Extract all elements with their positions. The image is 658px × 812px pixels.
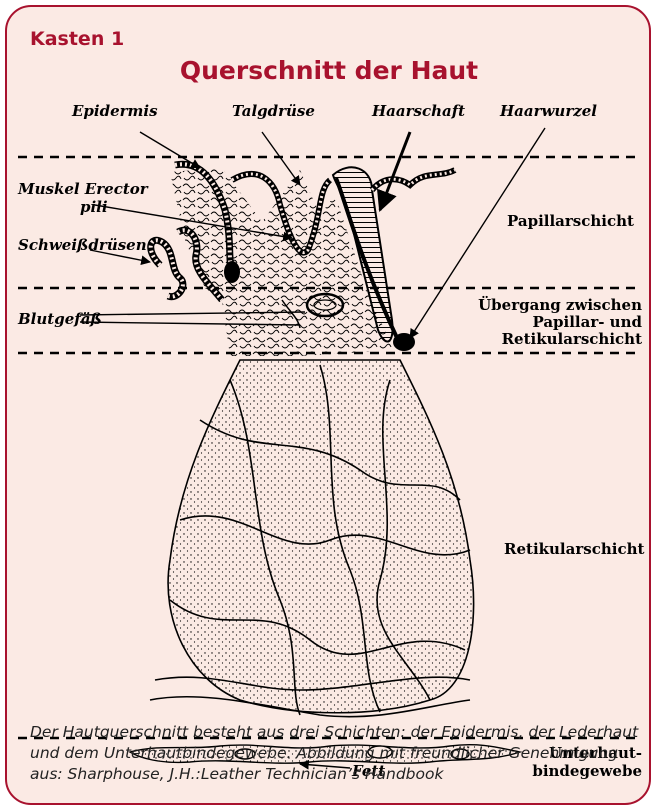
label-haarwurzel: Haarwurzel — [500, 102, 597, 120]
reticular-fibres — [150, 360, 474, 717]
label-uebergang-1: Übergang zwischen — [478, 296, 642, 314]
label-uebergang-3: Retikularschicht — [502, 330, 642, 348]
hair-bulb-left — [224, 261, 240, 283]
label-talgdruese: Talgdrüse — [232, 102, 315, 120]
label-blutgefaess: Blutgefäß — [18, 310, 102, 328]
label-muskel-erector: Muskel Erector — [18, 180, 148, 198]
label-uebergang-2: Papillar- und — [532, 313, 642, 331]
label-epidermis: Epidermis — [72, 102, 158, 120]
label-schweissdruesen: Schweißdrüsen — [18, 236, 147, 254]
label-haarschaft: Haarschaft — [372, 102, 465, 120]
label-papillarschicht: Papillarschicht — [507, 212, 634, 230]
caption: Der Hautquerschnitt besteht aus drei Sch… — [30, 722, 640, 785]
label-muskel-pili: pili — [80, 198, 108, 216]
label-retikularschicht: Retikularschicht — [504, 540, 644, 558]
